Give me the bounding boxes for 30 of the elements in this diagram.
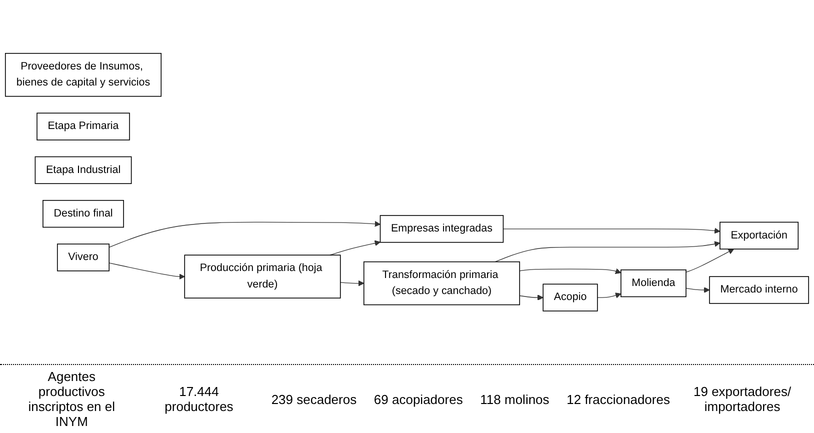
arrow bbox=[686, 248, 734, 272]
arrow bbox=[108, 220, 381, 248]
node-box: Vivero bbox=[57, 243, 110, 272]
agent-count: 69 acopiadores bbox=[374, 392, 463, 406]
agent-count: 19 exportadores/ importadores bbox=[692, 384, 792, 414]
node-box: Acopio bbox=[542, 284, 598, 312]
arrow bbox=[494, 240, 720, 262]
node-box: Producción primaria (hoja verde) bbox=[184, 254, 341, 298]
node-box: Molienda bbox=[620, 269, 686, 297]
agent-count: 17.444 productores bbox=[164, 384, 234, 414]
node-box: Etapa Industrial bbox=[34, 156, 132, 184]
row-heading: Agentes productivos inscriptos en el INYM bbox=[27, 369, 116, 429]
node-box: Transformación primaria (secado y canchado) bbox=[363, 261, 520, 305]
node-box: Exportación bbox=[720, 222, 799, 250]
arrow bbox=[502, 228, 720, 234]
node-box: Mercado interno bbox=[709, 276, 810, 304]
arrow bbox=[519, 268, 622, 274]
arrow bbox=[330, 240, 381, 256]
node-box: Empresas integradas bbox=[380, 214, 504, 243]
node-box: Etapa Primaria bbox=[36, 112, 130, 140]
arrow bbox=[519, 294, 544, 300]
arrow bbox=[340, 280, 364, 286]
node-box: Proveedores de Insumos, bienes de capital y servicios bbox=[4, 52, 162, 97]
agent-count: 239 secaderos bbox=[271, 392, 357, 406]
arrow bbox=[686, 286, 710, 293]
node-box: Destino final bbox=[42, 200, 124, 228]
agent-count: 12 fraccionadores bbox=[566, 392, 670, 406]
agent-count: 118 molinos bbox=[480, 392, 550, 406]
arrow bbox=[108, 262, 185, 280]
arrow bbox=[597, 292, 622, 298]
